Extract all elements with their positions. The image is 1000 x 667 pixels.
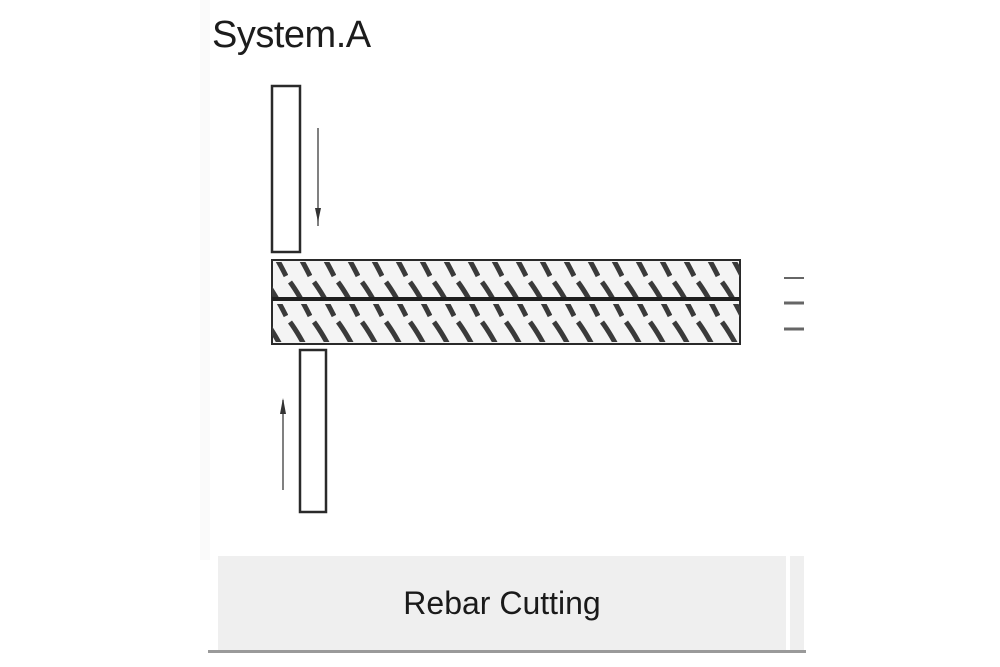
rebar-icon: [271, 259, 741, 345]
panel-left-edge: [200, 0, 210, 560]
lower-blade-icon: [298, 348, 328, 514]
panel-title: System.A: [212, 14, 371, 56]
upper-blade-icon: [270, 84, 302, 254]
caption-bar: Rebar Cutting: [218, 556, 786, 650]
up-arrow-icon: [280, 398, 286, 490]
bottom-divider: [208, 650, 806, 653]
caption-label: Rebar Cutting: [403, 584, 601, 621]
section-marks-icon: [784, 277, 804, 331]
caption-bar-edge: [790, 556, 804, 650]
down-arrow-icon: [315, 128, 321, 226]
